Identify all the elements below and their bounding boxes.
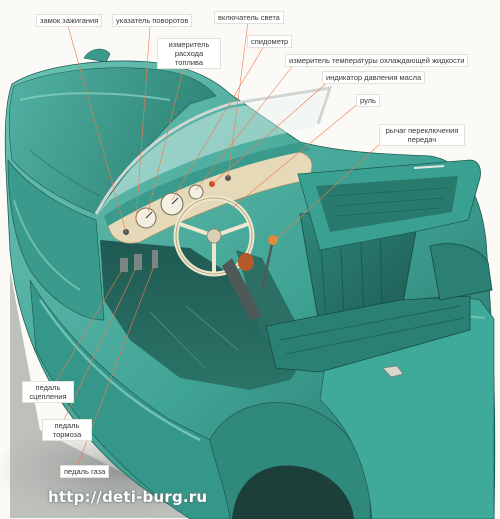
front-fender (7, 158, 105, 321)
leader-temp (195, 63, 295, 191)
floor-mat-line (149, 311, 206, 369)
leader-lines (55, 21, 383, 465)
label-steering-wheel: руль (356, 94, 380, 107)
leader-steering (231, 101, 361, 209)
leader-fuel (147, 57, 187, 213)
leader-gear (277, 141, 383, 239)
windshield-frame (94, 86, 333, 215)
gauge-needle (145, 211, 153, 219)
door-chrome-strip (39, 299, 201, 442)
floor-mat-line (185, 305, 239, 351)
label-brake-pedal: педаль тормоза (42, 419, 92, 441)
floor-carpet (100, 240, 310, 390)
gauge-needle (171, 197, 179, 205)
gear-boot (238, 253, 254, 271)
watermark-url: http://deti-burg.ru (48, 488, 208, 506)
trunk-handle (382, 365, 404, 378)
side-mirror (83, 48, 111, 63)
label-gas-pedal: педаль газа (60, 465, 110, 478)
label-gear-lever: рычаг переключения передач (379, 124, 465, 146)
label-fuel-gauge: измеритель расхода топлива (157, 38, 221, 69)
leader-turn (135, 25, 151, 223)
label-light-switch: включатель света (214, 11, 284, 24)
dashboard-top (104, 142, 312, 226)
clutch-pedal-icon (120, 258, 128, 272)
leader-speedometer (171, 45, 265, 201)
leader-brake (61, 267, 137, 425)
steering-column (222, 258, 262, 320)
brake-pedal-icon (134, 254, 142, 270)
leader-ignition (67, 25, 127, 233)
steering-hub (206, 228, 222, 244)
label-ignition-lock: замок зажигания (36, 14, 103, 27)
gas-pedal-icon (152, 250, 158, 268)
gear-lever-icon (260, 243, 274, 291)
windshield-glass (100, 92, 326, 212)
seat-stitch (279, 305, 465, 355)
seat-cushion (265, 295, 471, 373)
label-turn-indicator: указатель поворотов (112, 14, 193, 27)
temp-gauge-icon (188, 184, 204, 200)
steering-wheel-edge (175, 197, 253, 275)
seat-stitch (319, 217, 383, 321)
door-pleat (329, 187, 447, 217)
leader-light (227, 21, 249, 179)
label-coolant-temp: измеритель температуры охлаждающей жидко… (285, 54, 469, 67)
leader-oil (211, 79, 331, 185)
door-handle (413, 165, 445, 169)
label-speedometer: спидометр (247, 35, 293, 48)
gear-knob (268, 235, 278, 245)
fender-highlight (13, 199, 81, 291)
label-oil-pressure: индикатор давления масла (322, 71, 426, 84)
hood-highlight (19, 92, 171, 101)
rear-wheel (232, 465, 354, 519)
label-clutch-pedal: педаль сцепления (22, 381, 74, 403)
hood-crease (29, 149, 101, 197)
leader-clutch (55, 269, 123, 383)
passenger-seat (429, 243, 493, 301)
